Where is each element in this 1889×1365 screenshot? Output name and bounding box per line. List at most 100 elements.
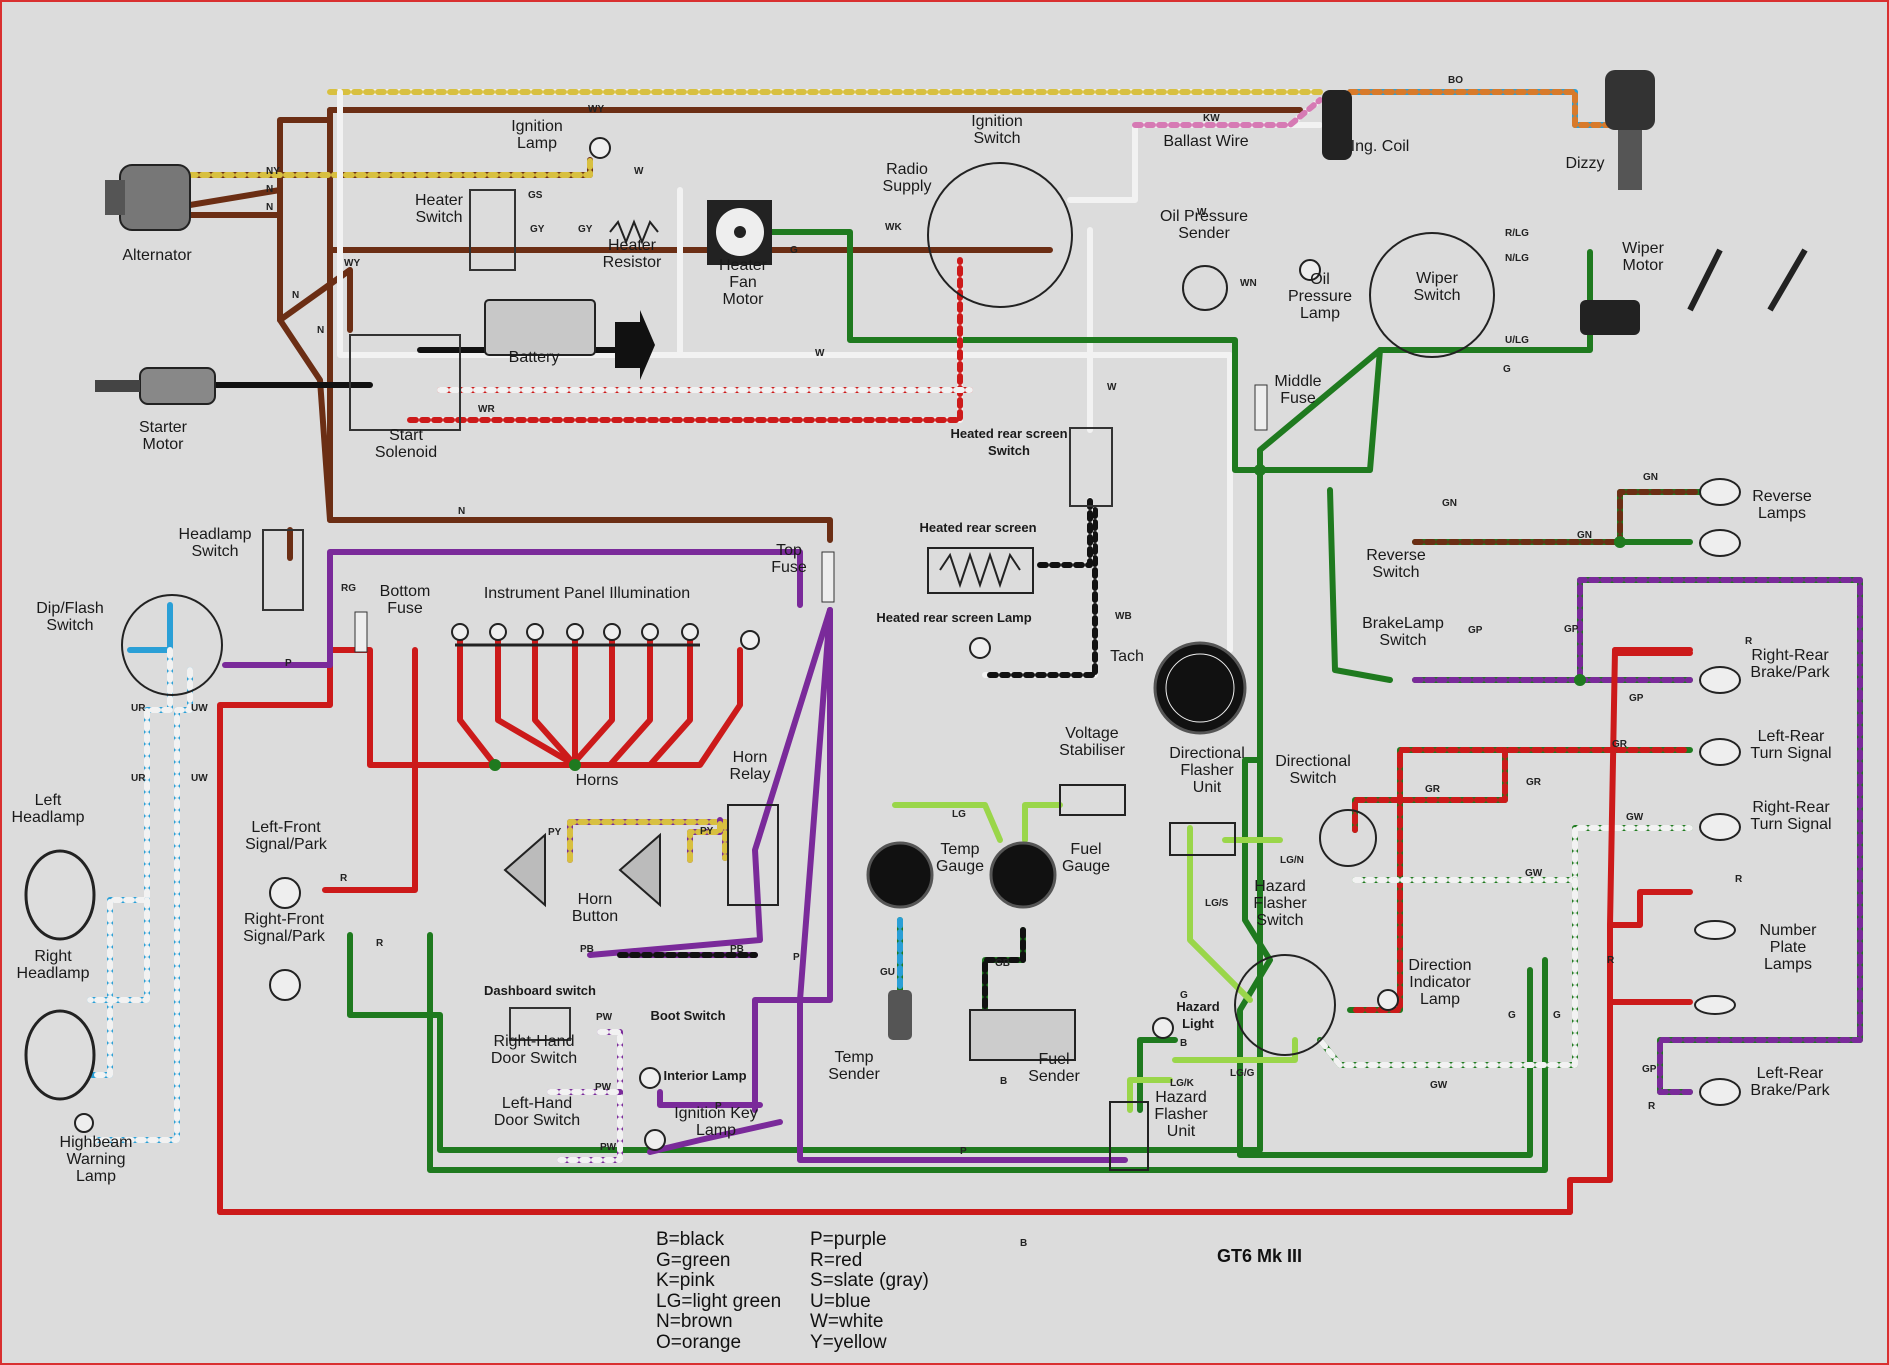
wires: [87, 89, 1863, 1215]
wire-code: GP: [1564, 624, 1579, 635]
wire-code: WB: [1115, 611, 1132, 622]
wire: [1237, 757, 1533, 1158]
wire-code: N: [266, 184, 274, 195]
heated-screen-element: [927, 547, 1034, 594]
wire-code: GN: [1577, 530, 1592, 541]
label-oil-pressure-sender: Oil Pressure Sender: [1159, 208, 1249, 242]
label-direction-indicator-lamp: Direction Indicator Lamp: [1408, 956, 1472, 1008]
wire-tracer: [1397, 747, 1693, 763]
legend-entry: Y=yellow: [810, 1331, 887, 1353]
wire: [1037, 497, 1093, 568]
wire: [647, 637, 693, 768]
wire-code: GW: [1525, 868, 1543, 879]
wire-code: GR: [1612, 739, 1627, 750]
start-solenoid-box: [349, 334, 461, 431]
wire-code: W: [1107, 382, 1117, 393]
wire-code: WK: [885, 222, 902, 233]
rear-lamp: [1699, 666, 1741, 694]
legend-entry: N=brown: [656, 1311, 733, 1332]
wire-code: WR: [478, 404, 495, 415]
wire-code: GN: [1643, 472, 1658, 483]
wire: [657, 1089, 763, 1108]
label-middle-fuse: Middle Fuse: [1274, 373, 1322, 407]
label-right-rear-turn: Right-Rear Turn Signal: [1750, 799, 1832, 833]
wire: [322, 647, 418, 893]
number-plate-lamp: [1694, 995, 1736, 1015]
wire: [982, 927, 1026, 1013]
wire: [647, 1119, 783, 1155]
wire: [277, 267, 353, 333]
wire-code: GS: [528, 190, 543, 201]
label-battery: Battery: [508, 348, 560, 366]
wire-tracer: [87, 897, 150, 1003]
wire: [892, 802, 1003, 843]
label-ignition-key-lamp: Ignition Key Lamp: [674, 1105, 758, 1139]
wire-code: G: [790, 245, 798, 256]
heater-switch-box: [469, 189, 516, 271]
wire-code: PB: [730, 944, 744, 955]
directional-flasher-unit: [1169, 822, 1236, 856]
heated-screen-zigzag: [939, 551, 1021, 589]
label-rh-door-switch: Right-Hand Door Switch: [490, 1033, 578, 1067]
voltage-stabiliser-box: [1059, 784, 1126, 816]
label-right-headlamp: Right Headlamp: [16, 948, 90, 982]
panel-lamp: [526, 623, 544, 641]
directional-switch: [1319, 809, 1377, 867]
label-instrument-panel-illumination: Instrument Panel Illumination: [483, 584, 691, 602]
label-brakelamp-switch: BrakeLamp Switch: [1362, 615, 1444, 649]
wire-code: R: [1735, 874, 1743, 885]
wire-junction: [1574, 674, 1586, 686]
wiper-arm-right: [1767, 248, 1808, 312]
label-alternator: Alternator: [122, 246, 192, 264]
hazard-flasher-unit: [1109, 1101, 1149, 1171]
wire-code: GN: [1442, 498, 1457, 509]
wire-code: PY: [700, 826, 714, 837]
panel-lamp: [681, 623, 699, 641]
wire-code: WY: [344, 258, 361, 269]
label-lh-door-switch: Left-Hand Door Switch: [493, 1095, 581, 1129]
label-bottom-fuse: Bottom Fuse: [379, 583, 431, 617]
wire-code: LG/S: [1205, 898, 1229, 909]
wire-tracer: [982, 507, 1098, 678]
wire-code: GP: [1468, 625, 1483, 636]
starter-motor-body: [139, 367, 216, 405]
label-directional-switch: Directional Switch: [1275, 753, 1351, 787]
wire-code: KW: [1203, 113, 1220, 124]
wire-code: B: [1180, 1038, 1188, 1049]
tach-gauge: [1153, 641, 1247, 735]
wire-tracer: [187, 157, 593, 178]
wire-code: PW: [595, 1082, 612, 1093]
wire-code: GW: [1626, 812, 1644, 823]
wire: [187, 187, 283, 208]
wire-code: G: [1508, 1010, 1516, 1021]
label-heated-rear-screen-switch: Heated rear screen Switch: [950, 426, 1068, 458]
label-dashboard-switch: Dashboard switch: [484, 982, 596, 998]
headlamp-switch-box: [262, 529, 304, 611]
interior-lamp-bulb: [639, 1067, 661, 1089]
horn-relay-box: [727, 804, 779, 906]
wire-tracer: [1352, 825, 1693, 883]
label-radio-supply: Radio Supply: [882, 161, 932, 195]
model-title: GT6 Mk III: [1217, 1246, 1303, 1266]
wire-code: GR: [1526, 777, 1541, 788]
wire-tracer: [1037, 497, 1093, 568]
legend-entry: B=black: [656, 1229, 725, 1250]
label-voltage-stabiliser: Voltage Stabiliser: [1059, 725, 1125, 759]
wire: [277, 317, 333, 523]
ignition-coil-body: [1322, 90, 1352, 160]
wire-tracer: [1347, 757, 1403, 1013]
wire-tracer: [87, 667, 193, 1143]
rear-lamp: [1699, 478, 1741, 506]
wire-code: R/LG: [1505, 228, 1529, 239]
wire-tracer: [557, 1029, 623, 1163]
wire-code: GY: [530, 224, 545, 235]
wire-code: W: [1197, 207, 1207, 218]
label-heated-rear-screen-lamp: Heated rear screen Lamp: [876, 609, 1032, 625]
wire: [1612, 647, 1693, 656]
wire: [1352, 825, 1693, 883]
legend-entry: LG=light green: [656, 1290, 782, 1312]
wire-code: LG/K: [1170, 1078, 1194, 1089]
heater-resistor-zigzag: [609, 219, 659, 245]
label-tach: Tach: [1110, 647, 1144, 665]
